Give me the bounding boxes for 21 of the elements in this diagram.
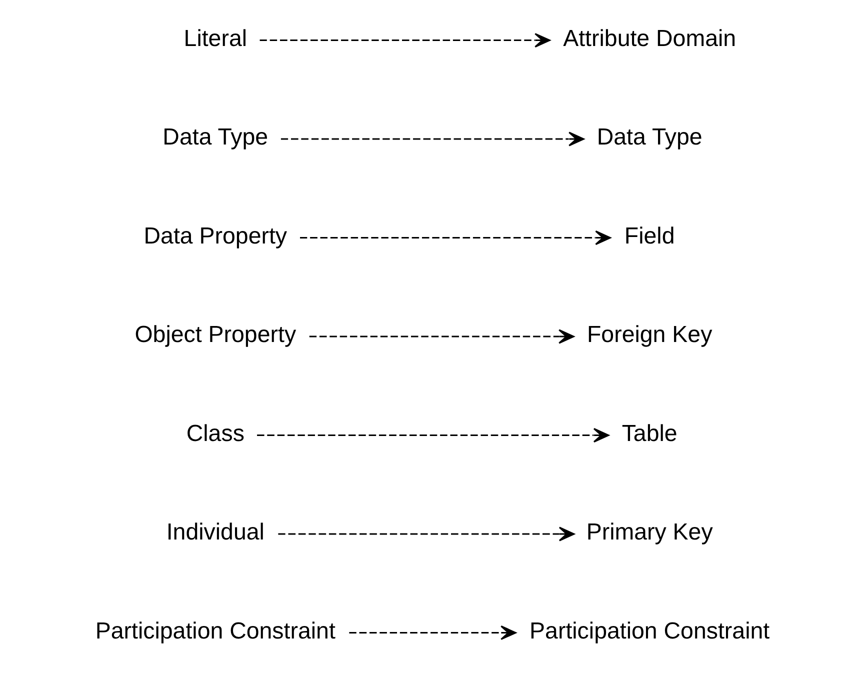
arrow: [259, 33, 550, 48]
arrow: [348, 625, 516, 640]
node-text: Participation Constraint: [529, 617, 770, 644]
node-text: Foreign Key: [586, 321, 712, 348]
node-text: Object Property: [134, 321, 296, 348]
node-text: Attribute Domain: [562, 24, 736, 51]
node-text: Primary Key: [586, 518, 712, 545]
node-text: Data Type: [596, 124, 702, 150]
arrow: [280, 132, 584, 146]
arrow: [278, 526, 574, 542]
node-text: Class: [186, 420, 244, 446]
arrow: [308, 329, 574, 344]
node-text: Participation Constraint: [94, 617, 335, 644]
node-text: Literal: [183, 24, 247, 51]
node-text: Data Property: [143, 222, 287, 248]
node-text: Table: [621, 420, 677, 446]
node-text: Data Type: [162, 124, 268, 150]
node-text: Field: [624, 222, 674, 248]
node-text: Individual: [166, 518, 264, 545]
arrow: [256, 428, 609, 442]
arrow: [300, 230, 611, 246]
